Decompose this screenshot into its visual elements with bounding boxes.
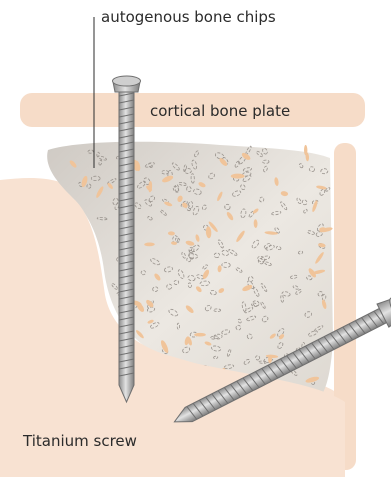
screw-label: Titanium screw [22, 432, 137, 450]
bone-chip [194, 333, 206, 337]
bone-plate-label: cortical bone plate [150, 102, 290, 120]
bone-chips-label: autogenous bone chips [101, 8, 276, 26]
bone-chip [231, 174, 245, 179]
